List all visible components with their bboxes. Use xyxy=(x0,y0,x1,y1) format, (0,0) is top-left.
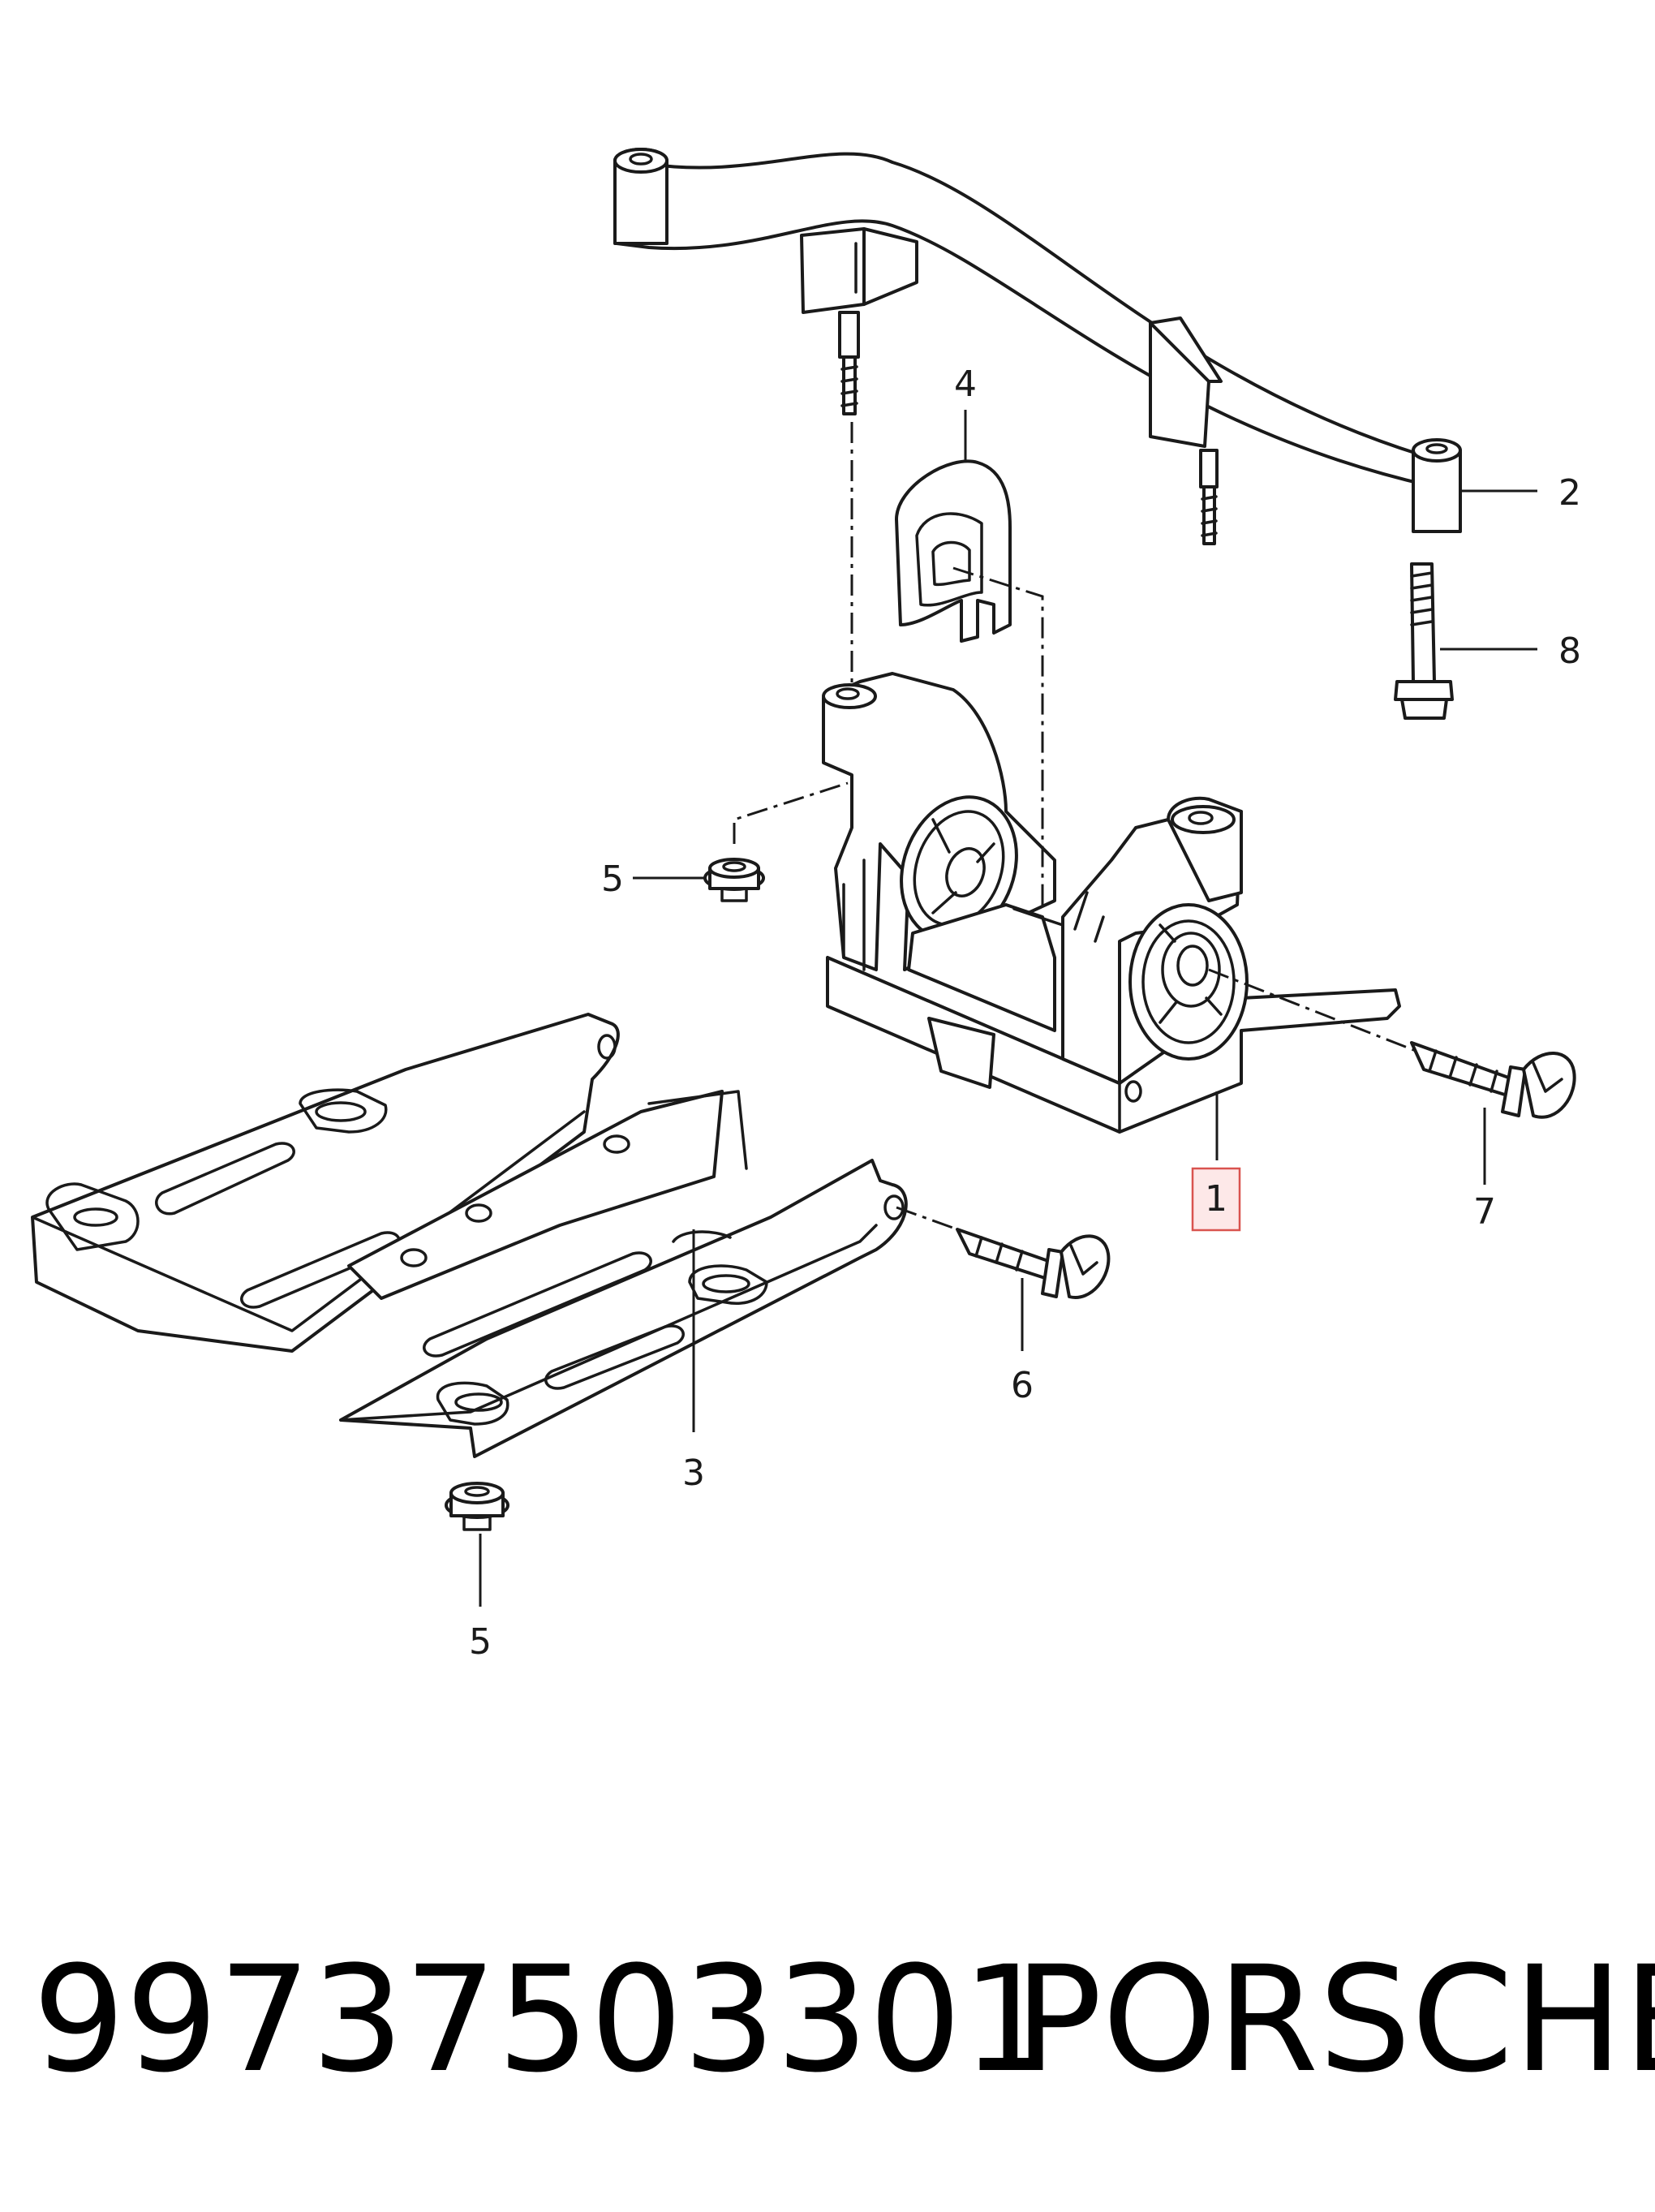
callout-6[interactable]: 6 xyxy=(1011,1365,1034,1406)
part-1-engine-mount[interactable] xyxy=(822,672,1401,1134)
leader-lines xyxy=(479,410,1537,1607)
callout-7[interactable]: 7 xyxy=(1473,1191,1496,1233)
part-4-rubber-stop[interactable] xyxy=(895,459,1012,643)
part-6-bolt[interactable] xyxy=(956,1228,1111,1299)
part-8-bolt[interactable] xyxy=(1394,562,1454,720)
callout-3[interactable]: 3 xyxy=(682,1452,705,1494)
callout-labels: 1 2 3 4 5 5 6 7 8 xyxy=(469,364,1581,1663)
callout-5-lower[interactable]: 5 xyxy=(469,1621,492,1663)
callout-4[interactable]: 4 xyxy=(954,364,977,405)
assembly-lines xyxy=(733,422,1416,1231)
callout-2[interactable]: 2 xyxy=(1558,472,1581,514)
callout-5-upper[interactable]: 5 xyxy=(601,859,624,900)
part-number: 99737503301 xyxy=(32,1935,1055,2105)
part-2-crossmember[interactable] xyxy=(613,148,1462,545)
callout-8[interactable]: 8 xyxy=(1558,630,1581,672)
brand-name: PORSCHE xyxy=(1014,1935,1655,2105)
part-5-nut-lower[interactable] xyxy=(445,1482,509,1531)
callout-1[interactable]: 1 xyxy=(1205,1178,1227,1220)
callout-1-highlight xyxy=(1191,1167,1241,1232)
part-3-heat-shield[interactable] xyxy=(31,1013,908,1458)
part-5-nut-upper[interactable] xyxy=(703,858,765,902)
part-7-bolt[interactable] xyxy=(1410,1041,1576,1119)
